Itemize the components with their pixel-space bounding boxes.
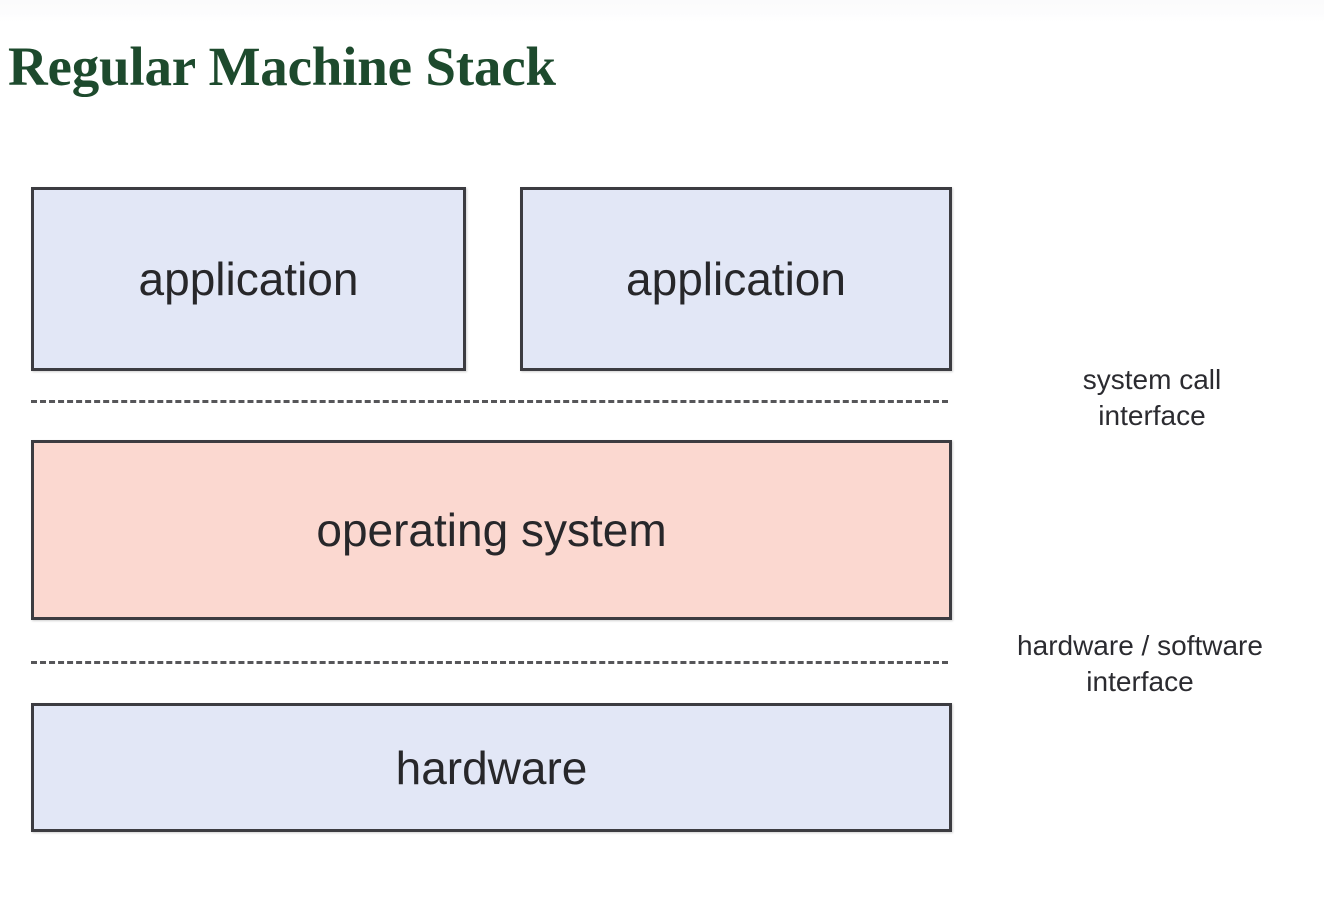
hardware-software-interface-divider <box>31 661 948 664</box>
system-call-interface-label-line2: interface <box>1098 400 1206 431</box>
system-call-interface-label-line1: system call <box>1082 364 1222 395</box>
operating-system-box: operating system <box>31 440 952 620</box>
application-box-left: application <box>31 187 466 371</box>
page-title: Regular Machine Stack <box>8 36 556 97</box>
hardware-software-interface-label: hardware / software interface <box>968 628 1312 700</box>
hardware-software-interface-label-line1: hardware / software <box>1017 630 1263 661</box>
top-gradient-band <box>0 0 1324 22</box>
hardware-box-label: hardware <box>395 741 588 794</box>
hardware-box: hardware <box>31 703 952 832</box>
hardware-software-interface-label-line2: interface <box>1086 666 1194 697</box>
application-box-left-label: application <box>138 253 359 305</box>
system-call-interface-label: system call interface <box>980 362 1324 434</box>
operating-system-box-label: operating system <box>316 504 667 556</box>
application-box-right-label: application <box>626 253 846 305</box>
system-call-interface-divider <box>31 400 948 403</box>
application-box-right: application <box>520 187 952 371</box>
